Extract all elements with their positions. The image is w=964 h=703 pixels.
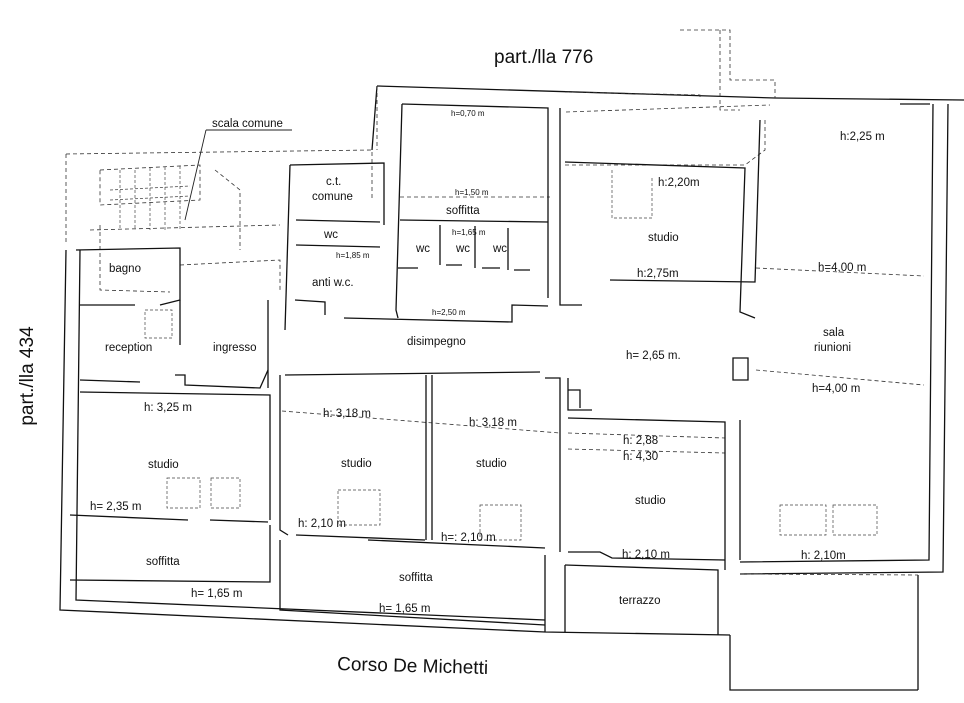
height-210-c: h: 2,10 m: [622, 549, 670, 561]
disimpegno-label: disimpegno: [407, 336, 466, 348]
height-400-b: h=4,00 m: [812, 383, 860, 395]
parcel-labels: part./lla 776 part./lla 434 Corso De Mic…: [17, 47, 593, 679]
height-220: h:2,20m: [658, 177, 700, 189]
soffitta-sw-label: soffitta: [146, 556, 180, 568]
parcel-north-label: part./lla 776: [494, 47, 593, 68]
studio-2-label: studio: [341, 458, 372, 470]
height-288: h: 2,88: [623, 435, 658, 447]
height-318-a: h: 3,18 m: [323, 408, 371, 420]
wc2-label: wc: [455, 243, 470, 255]
sala-label-1: sala: [823, 327, 845, 339]
height-430: h: 4,30: [623, 451, 658, 463]
height-400-a: h=4,00 m: [818, 262, 866, 274]
sala-label-2: riunioni: [814, 342, 851, 354]
outer-walls: [59, 85, 964, 691]
height-185: h=1,85 m: [336, 251, 370, 260]
height-165-s: h= 1,65 m: [379, 603, 430, 615]
scala-comune-label: scala comune: [212, 118, 283, 130]
height-225: h:2,25 m: [840, 131, 885, 143]
height-275: h:2,75m: [637, 268, 679, 280]
studio-3-label: studio: [476, 458, 507, 470]
ingresso-label: ingresso: [213, 342, 256, 354]
interior-walls: [69, 103, 761, 635]
height-235: h= 2,35 m: [90, 501, 141, 513]
height-165-sw: h= 1,65 m: [191, 588, 242, 600]
bagno-label: bagno: [109, 263, 141, 275]
anti-wc-label: anti w.c.: [312, 277, 354, 289]
wc3-label: wc: [492, 243, 507, 255]
street-label: Corso De Michetti: [337, 654, 488, 679]
studio-1-label: studio: [148, 459, 179, 471]
height-265: h= 2,65 m.: [626, 350, 681, 362]
studio-4-label: studio: [635, 495, 666, 507]
height-250: h=2,50 m: [432, 308, 466, 317]
ct-label-2: comune: [312, 191, 353, 203]
height-210-d: h: 2,10m: [801, 550, 846, 562]
height-210-b: h=: 2,10 m: [441, 532, 496, 544]
studio-ne-label: studio: [648, 232, 679, 244]
soffitta-s-label: soffitta: [399, 572, 433, 584]
room-labels: scala comune c.t. comune wc h=1,85 m ant…: [90, 109, 885, 615]
height-070: h=0,70 m: [451, 109, 485, 118]
wc-top-label: wc: [323, 229, 338, 241]
height-150: h=1,50 m: [455, 188, 489, 197]
height-318-b: h: 3,18 m: [469, 417, 517, 429]
ct-label-1: c.t.: [326, 176, 341, 188]
reception-label: reception: [105, 342, 152, 354]
height-325: h: 3,25 m: [144, 402, 192, 414]
dashed-outlines: [65, 29, 925, 576]
wc1-label: wc: [415, 243, 430, 255]
height-165-small: h=1,65 m: [452, 228, 486, 237]
height-210-a: h: 2,10 m: [298, 518, 346, 530]
parcel-west-label: part./lla 434: [17, 326, 38, 426]
terrazzo-label: terrazzo: [619, 595, 661, 607]
soffitta-mid-label: soffitta: [446, 205, 480, 217]
